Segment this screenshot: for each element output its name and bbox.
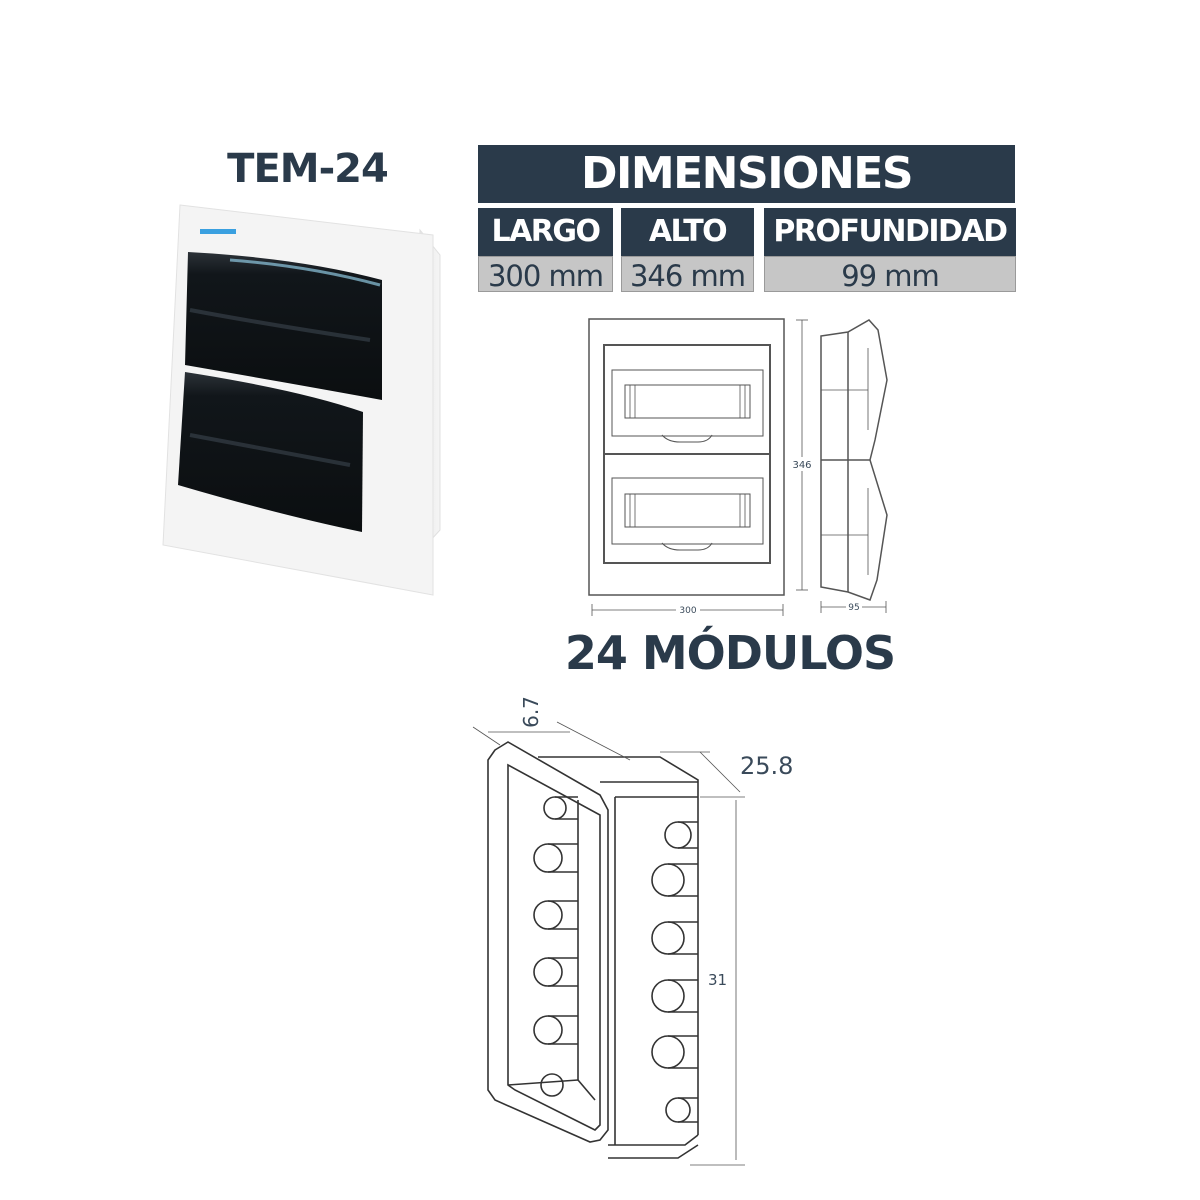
dimension-alto: ALTO 346 mm	[621, 208, 754, 293]
depth-dimension-label: 25.8	[740, 752, 793, 780]
width-dimension-label: 300	[679, 606, 696, 616]
dimension-value: 346 mm	[621, 256, 754, 293]
dimension-largo: LARGO 300 mm	[478, 208, 613, 293]
dimension-profundidad: PROFUNDIDAD 99 mm	[764, 208, 1016, 293]
dimension-label: PROFUNDIDAD	[764, 208, 1016, 256]
height-dimension-label: 31	[708, 971, 727, 989]
model-title: TEM-24	[227, 146, 389, 192]
depth-dimension-label: 95	[848, 603, 859, 613]
front-side-drawing: 346 300 95	[588, 318, 888, 616]
dimension-label: LARGO	[478, 208, 613, 256]
modules-title: 24 MÓDULOS	[564, 626, 896, 680]
dimension-label: ALTO	[621, 208, 754, 256]
dimensions-title: DIMENSIONES	[478, 145, 1015, 203]
height-dimension-label: 346	[792, 460, 811, 471]
flange-dimension-label: 6.7	[519, 696, 543, 728]
product-photo	[162, 204, 441, 596]
isometric-drawing: 6.7 25.8 31	[472, 696, 793, 1166]
brand-logo	[200, 229, 236, 234]
dimension-value: 99 mm	[764, 256, 1016, 293]
dimension-value: 300 mm	[478, 256, 613, 293]
